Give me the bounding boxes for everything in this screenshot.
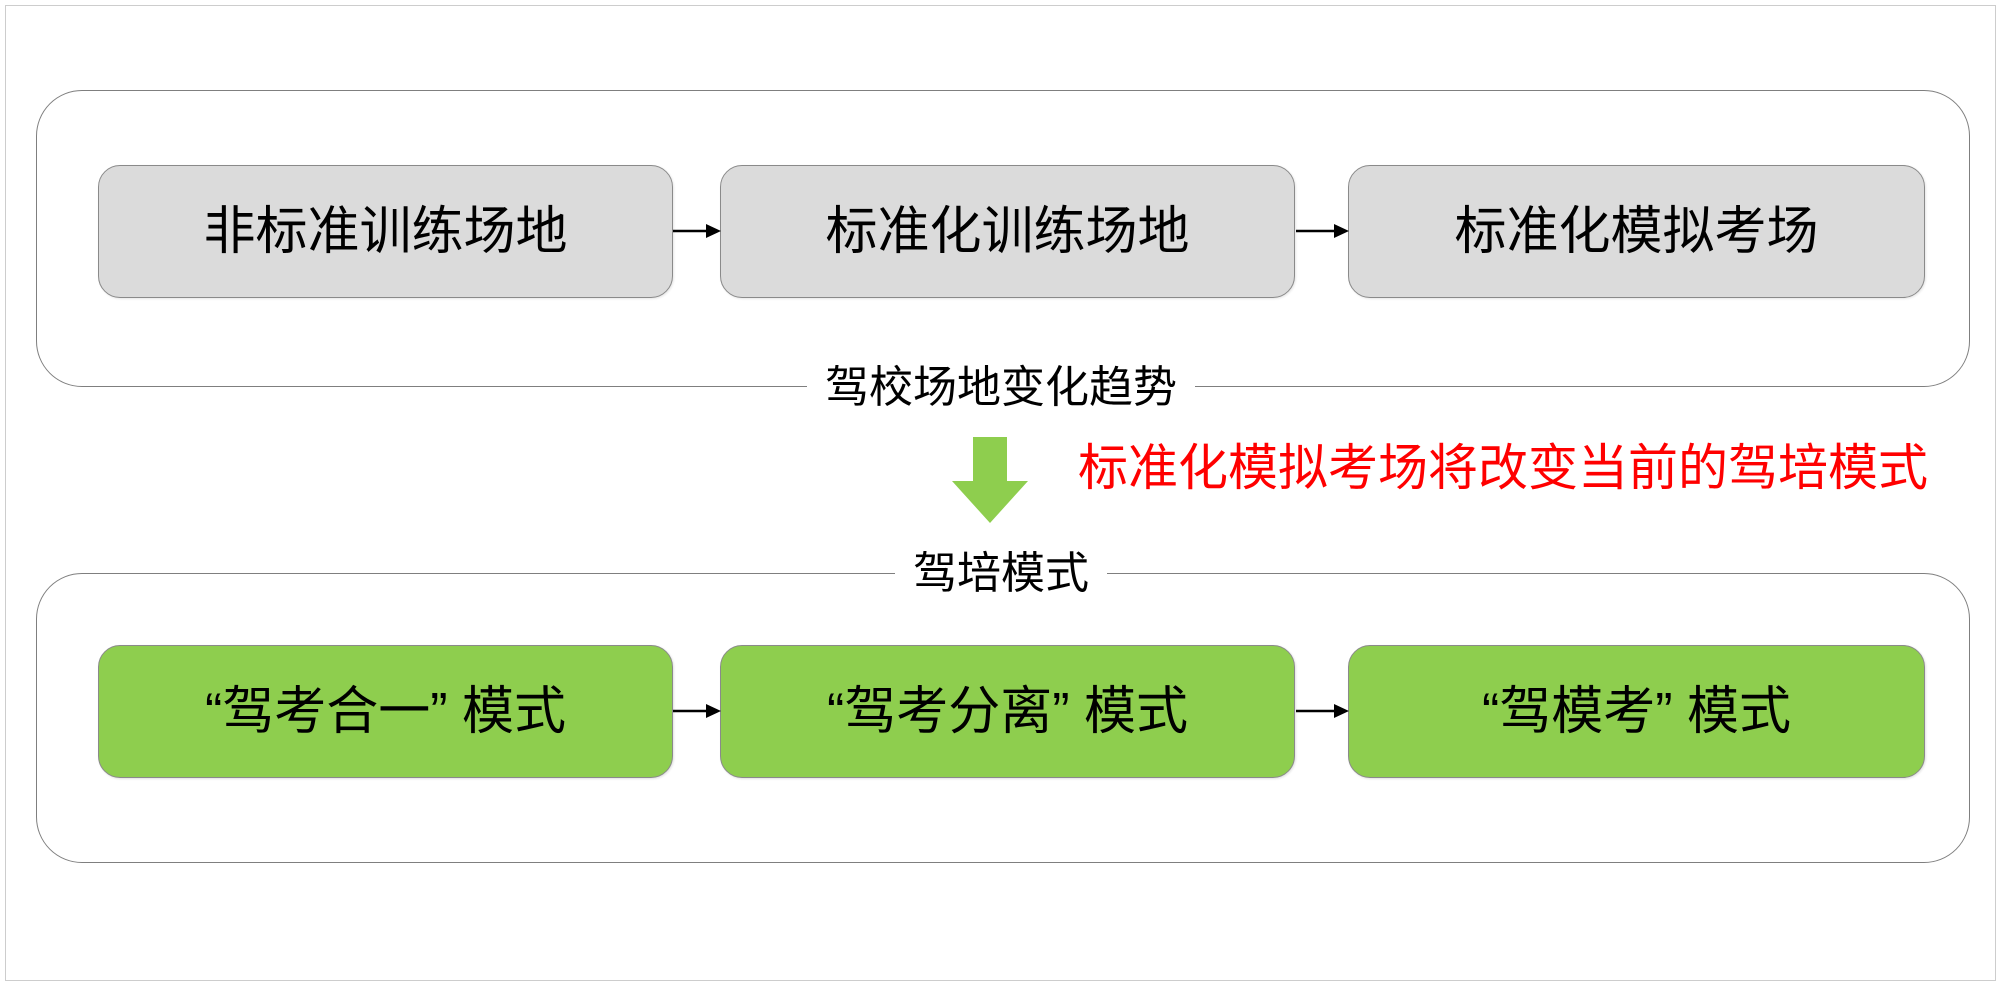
group-label-trend: 驾校场地变化趋势	[807, 362, 1195, 414]
arrow-down-icon	[952, 437, 1028, 523]
flow-node-label: “驾考分离” 模式	[826, 682, 1189, 741]
flow-node-drive-simulate-exam-mode[interactable]: “驾模考” 模式	[1348, 645, 1925, 778]
flow-node-train-exam-separated-mode[interactable]: “驾考分离” 模式	[720, 645, 1295, 778]
flow-node-train-exam-combined-mode[interactable]: “驾考合一” 模式	[98, 645, 673, 778]
arrow-right-icon	[673, 224, 721, 238]
flow-node-label: “驾模考” 模式	[1481, 682, 1792, 741]
callout-text: 标准化模拟考场将改变当前的驾培模式	[1078, 440, 1928, 496]
arrow-right-icon	[1296, 224, 1349, 238]
flow-node-label: 非标准训练场地	[203, 202, 568, 261]
flow-node-label: 标准化模拟考场	[1454, 202, 1819, 261]
arrow-right-icon	[1296, 704, 1349, 718]
flow-node-standard-training-ground[interactable]: 标准化训练场地	[720, 165, 1295, 298]
flow-node-non-standard-training-ground[interactable]: 非标准训练场地	[98, 165, 673, 298]
flow-node-label: “驾考合一” 模式	[204, 682, 567, 741]
arrow-right-icon	[673, 704, 721, 718]
flow-node-label: 标准化训练场地	[825, 202, 1190, 261]
flow-node-standard-simulated-exam-site[interactable]: 标准化模拟考场	[1348, 165, 1925, 298]
group-label-mode: 驾培模式	[895, 547, 1107, 601]
